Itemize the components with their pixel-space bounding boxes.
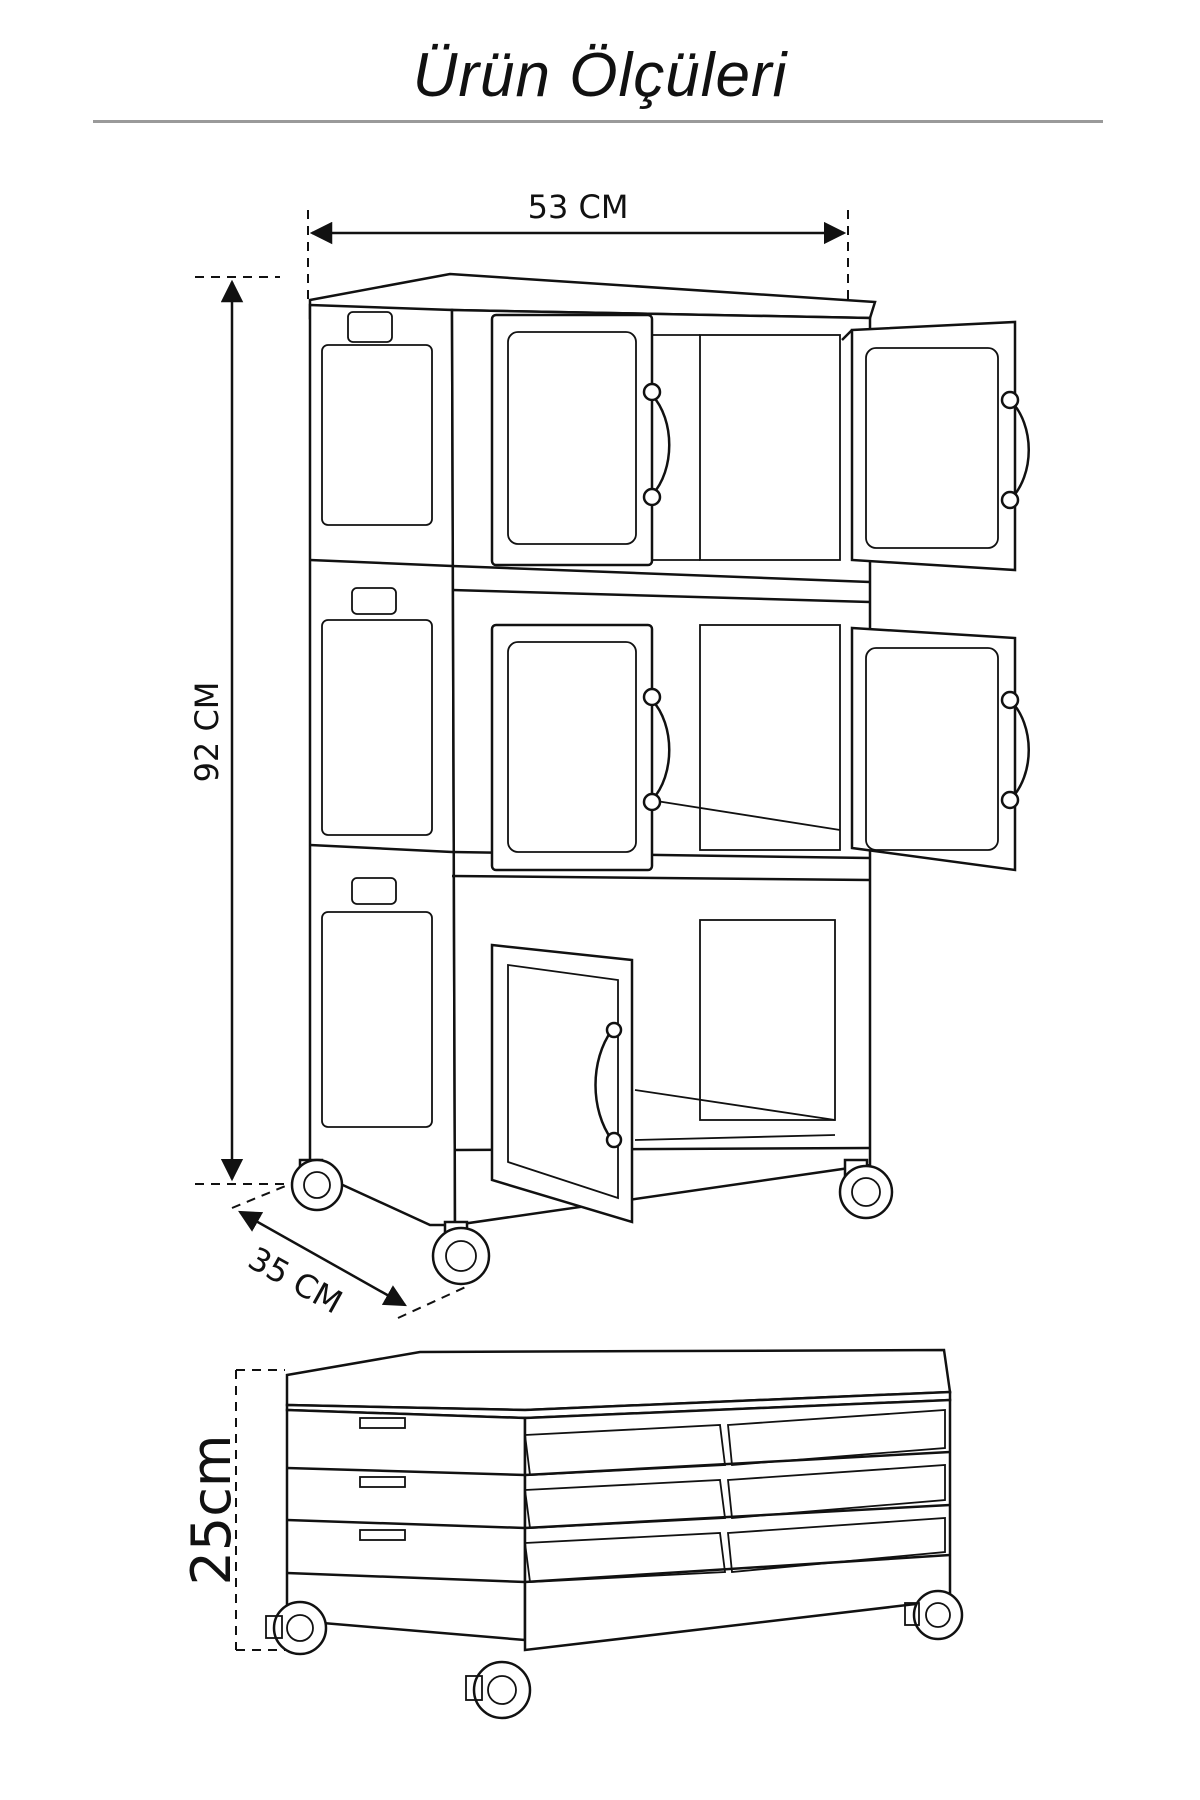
folded-wheel-left bbox=[265, 1600, 328, 1656]
folded-wheel-right bbox=[904, 1589, 964, 1641]
height-dimension: 92 CM bbox=[188, 276, 290, 1185]
folded-cabinet bbox=[265, 1348, 964, 1720]
folded-height-label: 25cm bbox=[180, 1434, 243, 1585]
wheel-front-right bbox=[838, 1158, 894, 1220]
assembled-cabinet bbox=[290, 272, 1030, 1286]
width-label: 53 CM bbox=[528, 188, 629, 226]
title-divider bbox=[93, 120, 1103, 123]
width-dimension: 53 CM bbox=[307, 188, 849, 300]
wheel-front-left bbox=[290, 1158, 344, 1212]
depth-label: 35 CM bbox=[242, 1239, 349, 1321]
folded-wheel-center bbox=[465, 1660, 532, 1720]
wheel-front-center bbox=[431, 1220, 491, 1286]
page-title: Ürün Ölçüleri bbox=[412, 41, 788, 110]
height-label: 92 CM bbox=[188, 682, 226, 783]
folded-height-dimension: 25cm bbox=[180, 1369, 285, 1651]
